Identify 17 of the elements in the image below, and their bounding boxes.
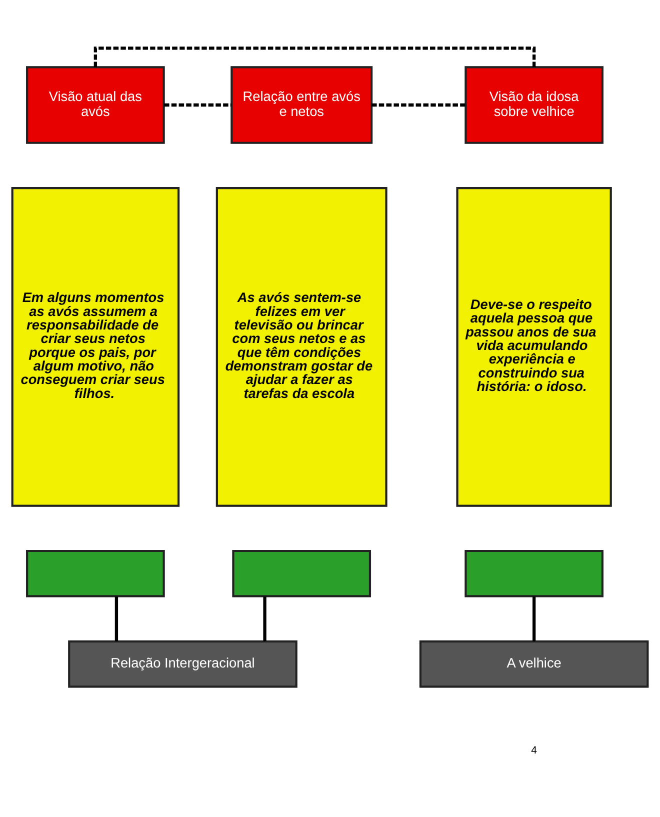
- connector: [263, 596, 266, 641]
- connector: [114, 596, 118, 641]
- node-box: A velhice: [419, 640, 649, 688]
- node-box: [26, 549, 165, 597]
- node-box: Deve-se o respeito aquela pessoa que passou anos de sua vida acumulando experiência e construindo sua história: o idoso.: [456, 186, 612, 506]
- node-box: Relação entre avós e netos: [230, 66, 373, 144]
- connector: [164, 102, 232, 106]
- node-box: Visão atual das avós: [26, 66, 165, 144]
- node-box: As avós sentem-se felizes em ver televisão ou brincar com seus netos e as que têm condições demonstram gostar de ajudar a fazer as tarefas da escola: [216, 186, 388, 506]
- label: 4: [531, 744, 537, 756]
- connector: [532, 596, 536, 641]
- node-box: Relação Intergeracional: [68, 640, 298, 688]
- node-box: [232, 549, 372, 597]
- node-box: Em alguns momentos as avós assumem a responsabilidade de criar seus netos porque os pais, por algum motivo, não conseguem criar seus filhos.: [11, 186, 180, 506]
- node-box: Visão da idosa sobre velhice: [464, 66, 604, 144]
- connector: [372, 102, 466, 106]
- node-box: [464, 549, 604, 597]
